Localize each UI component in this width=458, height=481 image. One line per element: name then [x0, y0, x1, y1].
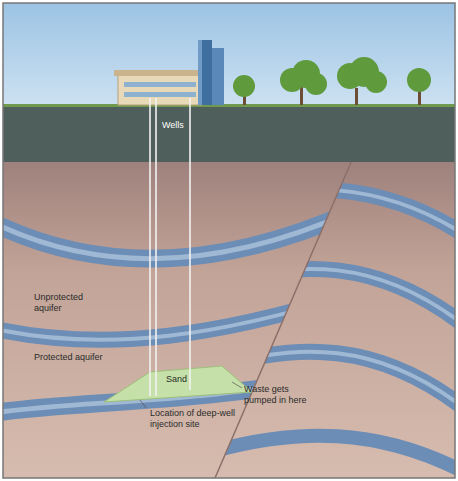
- aquifer-label: Unprotected aquifer: [34, 292, 104, 314]
- leader-lines: [140, 382, 242, 408]
- well-pipes: [150, 98, 190, 396]
- callout-label: Waste gets pumped in here: [244, 384, 314, 406]
- injection-zone: [104, 366, 252, 402]
- callout-label: Location of deep-well injection site: [150, 408, 262, 430]
- aquifer-bands-right: [200, 189, 458, 470]
- well-label: Wells: [162, 120, 202, 131]
- frame: [3, 3, 455, 478]
- aquifer-bands-left: [0, 208, 360, 412]
- fault-line: [215, 160, 352, 478]
- zone-label: Sand: [166, 374, 196, 385]
- surface-layer: [3, 104, 455, 162]
- storage-tanks: [198, 40, 224, 105]
- plant-building: [114, 70, 206, 105]
- trees: [233, 57, 431, 105]
- aquifer-label: Protected aquifer: [34, 352, 104, 363]
- grass-line: [3, 104, 455, 107]
